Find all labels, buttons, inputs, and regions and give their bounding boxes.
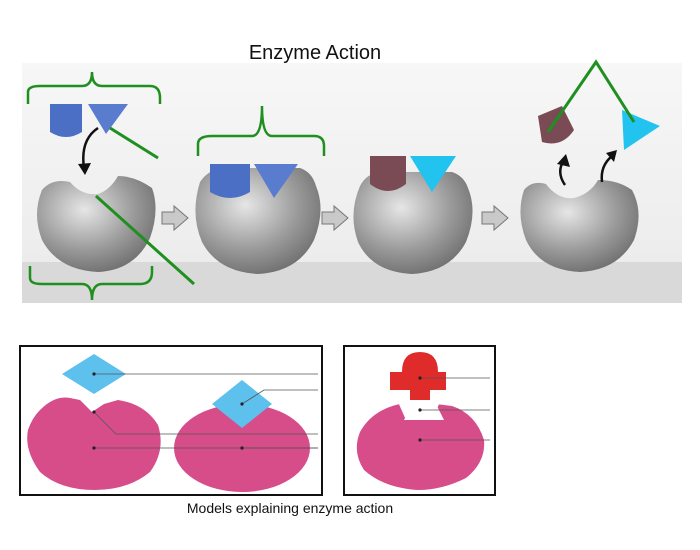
product-half-circle bbox=[370, 156, 406, 191]
release-arrowhead bbox=[606, 150, 617, 162]
step-arrow bbox=[481, 204, 509, 232]
complex-label-bracket bbox=[196, 105, 326, 156]
release-arrowhead bbox=[557, 154, 570, 167]
substrate-triangle bbox=[254, 164, 298, 198]
model-3 bbox=[356, 352, 490, 490]
release-arrow bbox=[600, 155, 613, 183]
enzyme-label-bracket bbox=[28, 266, 154, 301]
pointer-lines bbox=[92, 372, 318, 450]
step-3-substrates-converted bbox=[353, 156, 473, 274]
substrate-triangle bbox=[88, 104, 128, 134]
substrate-label-bracket bbox=[26, 71, 162, 104]
enzyme-shape bbox=[37, 176, 156, 272]
step-arrow bbox=[161, 204, 189, 232]
enzyme-shape bbox=[353, 172, 473, 274]
substrate-half-circle bbox=[210, 164, 250, 198]
enzyme-shape bbox=[27, 397, 161, 490]
enzyme-shape bbox=[356, 404, 485, 490]
step-arrow bbox=[321, 204, 349, 232]
figure-caption: Models explaining enzyme action bbox=[186, 500, 394, 516]
product-triangle bbox=[410, 156, 456, 192]
label-line bbox=[94, 194, 196, 286]
diagram-title: Enzyme Action bbox=[248, 42, 382, 64]
enzyme-shape bbox=[520, 180, 639, 272]
label-line bbox=[109, 126, 159, 160]
binding-arrow bbox=[82, 126, 99, 169]
step-4-products-released bbox=[520, 59, 660, 272]
products-label-lines bbox=[546, 59, 636, 133]
binding-arrowhead bbox=[78, 163, 91, 175]
step-2-enzyme-substrate-complex bbox=[195, 105, 326, 274]
step-1-substrates-approach bbox=[26, 71, 196, 301]
substrate-shape bbox=[390, 352, 446, 400]
substrate-half-circle bbox=[50, 104, 82, 137]
product-half-circle bbox=[538, 106, 574, 144]
